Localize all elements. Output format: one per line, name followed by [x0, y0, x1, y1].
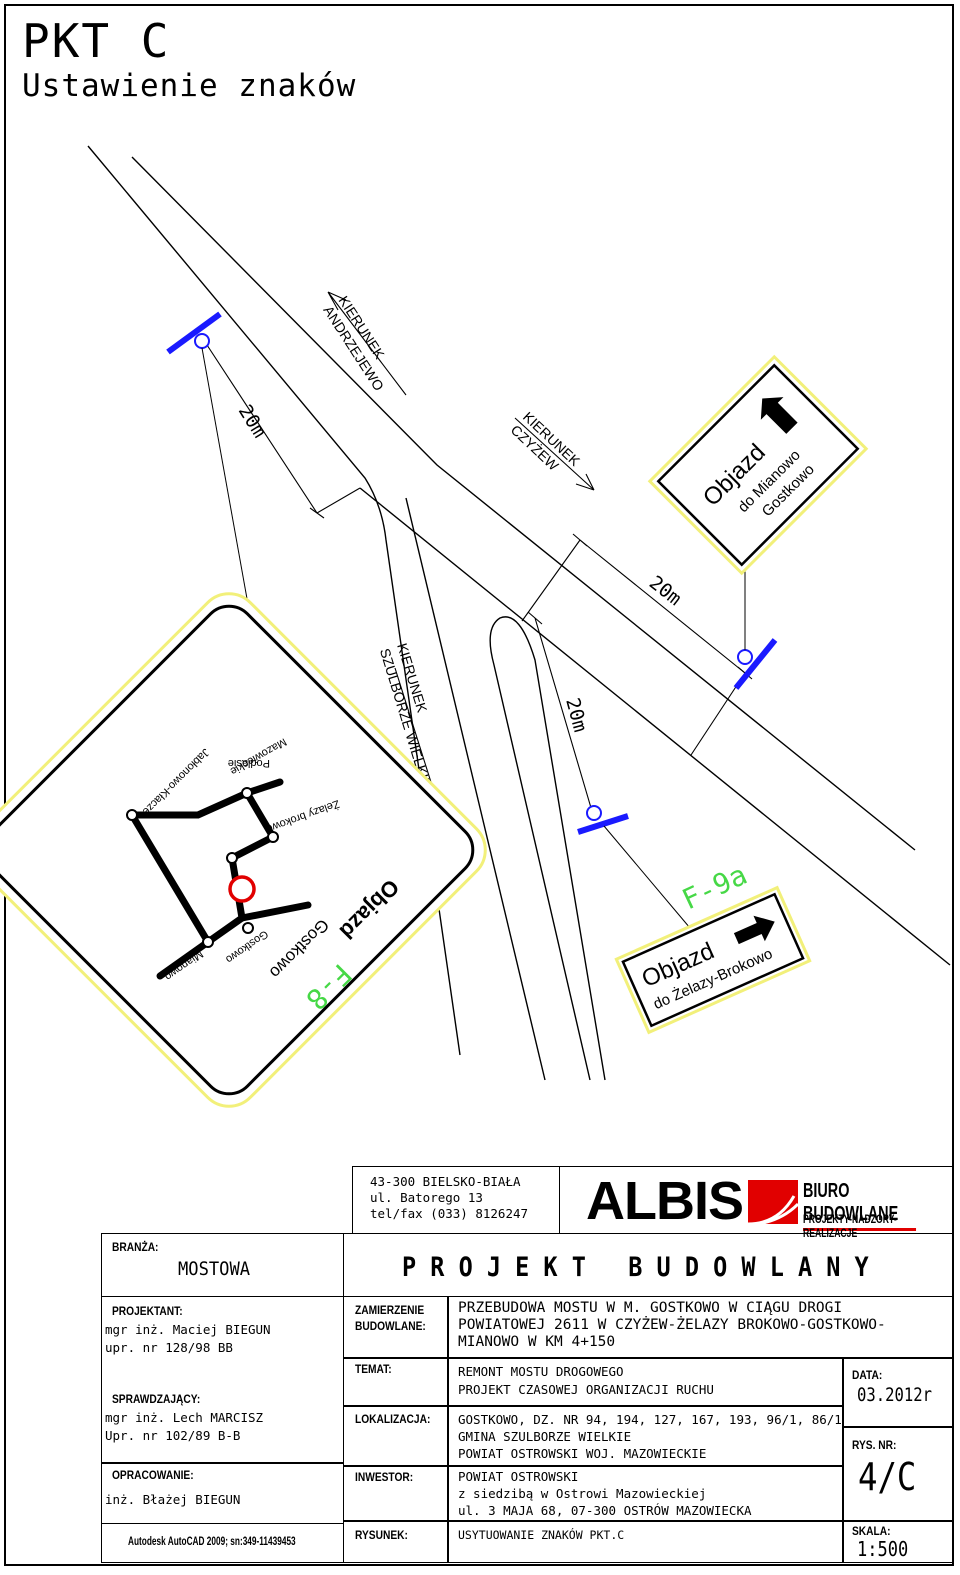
branza-value: MOSTOWA	[178, 1258, 251, 1280]
inwestor-line-2: z siedzibą w Ostrowi Mazowieckiej	[458, 1486, 707, 1501]
road-edges	[87, 145, 951, 1081]
temat-line-1: REMONT MOSTU DROGOWEGO	[458, 1364, 624, 1379]
lokalizacja-line-2: GMINA SZULBORZE WIELKIE	[458, 1429, 632, 1444]
road-island	[489, 616, 606, 1081]
company-logo: ALBIS	[586, 1171, 744, 1231]
drawing-frame	[4, 4, 954, 1566]
road-plan: 20m 20m 20m KIERUNEK ANDRZEJEWO KIERUNEK…	[0, 145, 951, 1108]
temat-line-2: PROJEKT CZASOWEJ ORGANIZACJI RUCHU	[458, 1382, 714, 1397]
sign-f9a: Objazd do Żelazy-Brokowo	[614, 885, 812, 1035]
firm-name: BIURO BUDOWLANE	[803, 1180, 917, 1231]
logo-mark-icon	[748, 1180, 798, 1224]
temat-label: TEMAT:	[355, 1362, 392, 1376]
road-edge-2	[131, 156, 916, 851]
sign-post-2	[733, 638, 778, 690]
dim-label-1: 20m	[234, 401, 271, 442]
zamierzenie-line-1: PRZEBUDOWA MOSTU W M. GOSTKOWO W CIĄGU D…	[458, 1300, 843, 1316]
rys-value: 4/C	[858, 1455, 917, 1499]
page-title: PKT C	[22, 14, 171, 68]
f8-route-map	[128, 778, 312, 980]
zamierzenie-label-1: ZAMIERZENIE	[355, 1303, 425, 1317]
direction-andrzejewo: KIERUNEK ANDRZEJEWO	[320, 293, 402, 394]
details-box	[343, 1296, 953, 1563]
branza-label: BRANŻA:	[112, 1240, 159, 1254]
sign-post-1	[166, 311, 222, 355]
sign-f8	[0, 592, 487, 1108]
projektant-label: PROJEKTANT:	[112, 1304, 183, 1318]
mianowo-arrow-icon	[760, 397, 798, 434]
projektant-name: mgr inż. Maciej BIEGUN	[105, 1322, 271, 1337]
f8-place-podlasie: Podlasie	[228, 757, 270, 769]
dimension-ticks	[309, 507, 753, 680]
lokalizacja-line-3: POWIAT OSTROWSKI WOJ. MAZOWIECKIE	[458, 1446, 707, 1461]
sprawdzajacy-license: Upr. nr 102/89 B-B	[105, 1428, 241, 1443]
inwestor-line-3: ul. 3 MAJA 68, 07-300 OSTRÓW MAZOWIECKA	[458, 1503, 752, 1518]
skala-value: 1:500	[857, 1537, 909, 1561]
software-info: Autodesk AutoCAD 2009; sn:349-11439453	[128, 1536, 296, 1548]
zamierzenie-line-2: POWIATOWEJ 2611 W CZYŻEW-ŻELAZY BROKOWO-…	[458, 1317, 886, 1333]
rys-label: RYS. NR:	[852, 1438, 897, 1452]
road-edge-1	[87, 145, 461, 1056]
address-line-3: tel/fax (033) 8126247	[370, 1206, 529, 1221]
projektant-license: upr. nr 128/98 BB	[105, 1340, 233, 1355]
project-type: P R O J E K T B U D O W L A N Y	[402, 1252, 869, 1283]
rysunek-value: USYTUOWANIE ZNAKÓW PKT.C	[458, 1528, 625, 1542]
sprawdzajacy-name: mgr inż. Lech MARCISZ	[105, 1410, 264, 1425]
address-line-1: 43-300 BIELSKO-BIAŁA	[370, 1174, 521, 1189]
sign-mianowo: Objazd do Mianowo Gostkowo	[647, 354, 869, 576]
inwestor-label: INWESTOR:	[355, 1470, 414, 1484]
road-edge-3	[359, 487, 951, 966]
software-box	[101, 1523, 344, 1563]
skala-label: SKALA:	[852, 1524, 891, 1538]
dim-label-2: 20m	[645, 572, 686, 610]
sprawdzajacy-label: SPRAWDZAJĄCY:	[112, 1392, 201, 1406]
zamierzenie-line-3: MIANOWO W KM 4+150	[458, 1334, 616, 1350]
road-edge-4	[405, 497, 546, 1081]
f9a-arrow-icon	[733, 915, 775, 945]
data-label: DATA:	[852, 1368, 883, 1382]
f8-nodes	[126, 787, 279, 948]
lokalizacja-label: LOKALIZACJA:	[355, 1412, 431, 1426]
rysunek-label: RYSUNEK:	[355, 1528, 408, 1542]
zamierzenie-label-2: BUDOWLANE:	[355, 1319, 426, 1333]
dim-label-3: 20m	[561, 696, 591, 735]
data-value: 03.2012r	[857, 1384, 933, 1406]
inwestor-line-1: POWIAT OSTROWSKI	[458, 1469, 579, 1484]
sign-post-3	[577, 805, 629, 835]
page-subtitle: Ustawienie znaków	[22, 68, 357, 104]
opracowanie-name: inż. Błażej BIEGUN	[105, 1492, 241, 1507]
lokalizacja-line-1: GOSTKOWO, DZ. NR 94, 194, 127, 167, 193,…	[458, 1412, 842, 1427]
f8-closure-mark	[228, 875, 256, 903]
opracowanie-label: OPRACOWANIE:	[112, 1468, 194, 1482]
address-line-2: ul. Batorego 13	[370, 1190, 483, 1205]
